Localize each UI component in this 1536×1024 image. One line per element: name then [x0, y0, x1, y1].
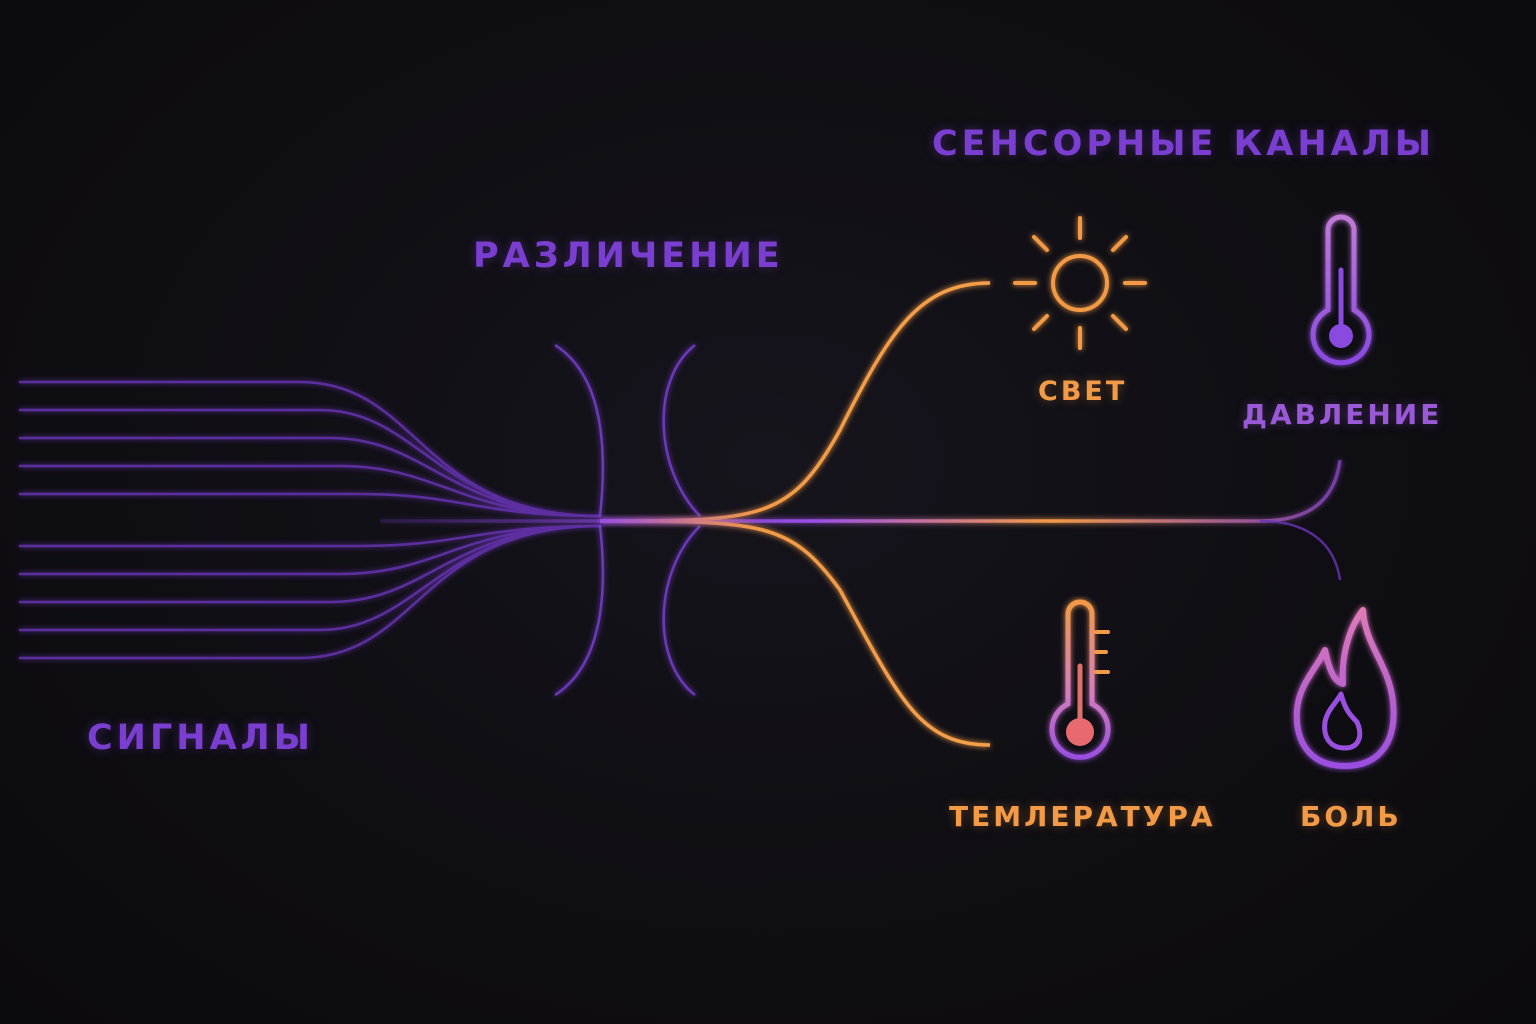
temperature-label: ТЕМЛЕРАТУРА: [949, 800, 1216, 833]
signal-line-bot-3: [18, 524, 602, 604]
funnel-curve: [554, 343, 605, 517]
pressure-label: ДАВЛЕНИЕ: [1242, 398, 1443, 431]
light-label: СВЕТ: [1038, 376, 1128, 407]
signal-line-top-5: [18, 492, 602, 518]
flame-icon: [1293, 607, 1397, 769]
sun-icon: [1013, 216, 1147, 350]
distinction-title: РАЗЛИЧЕНИЕ: [473, 236, 784, 276]
pain-label: БОЛЬ: [1300, 800, 1402, 833]
thermometer-scale-icon: [1049, 599, 1111, 760]
signal-line-top-1: [18, 380, 602, 518]
branch-light: [599, 281, 991, 523]
funnel-curve: [554, 525, 605, 697]
funnel-curve: [662, 525, 701, 696]
signal-line-bot-4: [18, 524, 602, 576]
signal-line-top-2: [18, 408, 602, 518]
thermometer-icon: [1310, 214, 1372, 366]
funnel-curve: [662, 344, 701, 517]
branch-temperature: [599, 519, 991, 747]
signal-line-bot-5: [18, 524, 602, 548]
signal-line-bot-2: [18, 524, 602, 632]
signal-line-top-3: [18, 436, 602, 518]
central-axis-lower: [1259, 519, 1342, 581]
sensory-channels-title: СЕНСОРНЫЕ КАНАЛЫ: [932, 124, 1436, 164]
signals-title: СИГНАЛЫ: [87, 718, 314, 758]
signal-line-top-4: [18, 464, 602, 518]
